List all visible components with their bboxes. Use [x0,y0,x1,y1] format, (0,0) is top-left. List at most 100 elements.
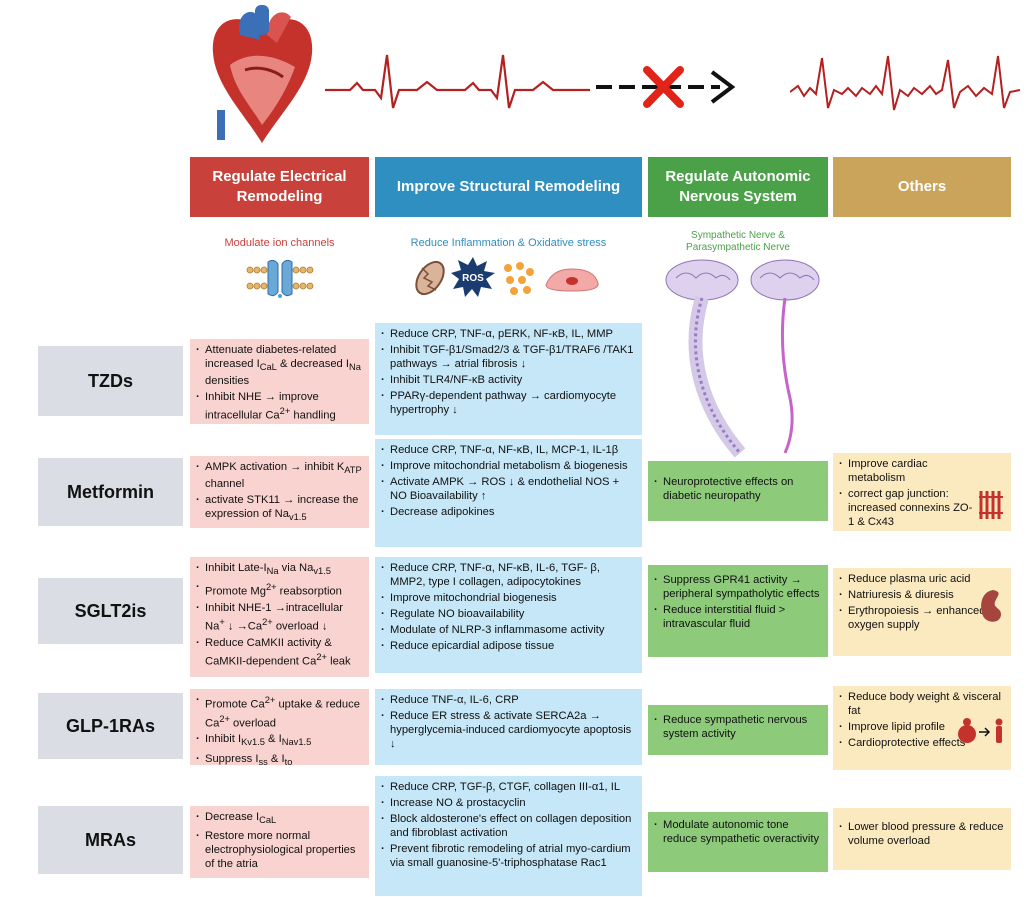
effect-item: Suppress Iss & Ito [196,752,363,769]
effect-item: Improve mitochondrial metabolism & bioge… [381,459,636,473]
cell-tzds-structural: Reduce CRP, TNF-α, pERK, NF-κB, IL, MMP I… [375,323,642,435]
drug-label-metformin: Metformin [38,458,183,526]
effect-item: Erythropoiesis → enhanced oxygen supply [839,604,1005,632]
effect-item: Decrease ICaL [196,810,363,827]
normal-ecg-icon [325,54,590,109]
drug-label-mras: MRAs [38,806,183,874]
effect-list: Modulate autonomic tone reduce sympathet… [654,818,822,846]
drug-label-tzds: TZDs [38,346,183,416]
effect-item: Increase NO & prostacyclin [381,796,636,810]
effect-list: Reduce CRP, TGF-β, CTGF, collagen III-α1… [381,780,636,870]
effect-list: Lower blood pressure & reduce volume ove… [839,820,1005,848]
cell-glp1ras-autonomic: Reduce sympathetic nervous system activi… [648,705,828,755]
effect-item: Reduce body weight & visceral fat [839,690,1005,718]
cell-mras-electrical: Decrease ICaL Restore more normal electro… [190,806,369,878]
effect-list: Reduce CRP, TNF-α, pERK, NF-κB, IL, MMP I… [381,327,636,417]
effect-list: Suppress GPR41 activity → peripheral sym… [654,573,822,631]
effect-item: Promote Ca2+ uptake & reduce Ca2+ overlo… [196,693,363,730]
column-header-autonomic: Regulate Autonomic Nervous System [648,157,828,217]
kidney-icon [981,590,1001,622]
effect-item: Improve lipid profile [839,720,1005,734]
cell-sglt2is-electrical: Inhibit Late-INa via Nav1.5Promote Mg2+ … [190,557,369,677]
effect-item: Inhibit NHE-1 →intracellular Na+ ↓ →Ca2+… [196,601,363,634]
effect-item: Reduce CaMKII activity & CaMKII-dependen… [196,636,363,669]
cell-mras-autonomic: Modulate autonomic tone reduce sympathet… [648,812,828,872]
effect-item: Neuroprotective effects on diabetic neur… [654,475,822,503]
heart-icon [212,5,313,144]
cell-sglt2is-structural: Reduce CRP, TNF-α, NF-κB, IL-6, TGF- β, … [375,557,642,673]
column-header-others: Others [833,157,1011,217]
cell-metformin-autonomic: Neuroprotective effects on diabetic neur… [648,461,828,521]
effect-list: Inhibit Late-INa via Nav1.5Promote Mg2+ … [196,561,363,668]
nervous-system-icon [665,259,820,458]
effect-item: Promote Mg2+ reabsorption [196,580,363,599]
adipocyte-cell-icon [545,268,599,292]
effect-item: Inhibit TLR4/NF-κB activity [381,373,636,387]
effect-list: Reduce TNF-α, IL-6, CRP Reduce ER stress … [381,693,636,751]
effect-item: Modulate autonomic tone reduce sympathet… [654,818,822,846]
effect-item: Natriuresis & diuresis [839,588,1005,602]
effect-item: Reduce CRP, TNF-α, NF-κB, IL-6, TGF- β, … [381,561,636,589]
effect-item: Cardioprotective effects [839,736,1005,750]
irregular-ecg-icon [790,55,1020,111]
effect-item: Inhibit TGF-β1/Smad2/3 & TGF-β1/TRAF6 /T… [381,343,636,371]
mitochondria-icon [415,260,445,296]
cell-mras-others: Lower blood pressure & reduce volume ove… [833,808,1011,870]
effect-item: Reduce epicardial adipose tissue [381,639,636,653]
gap-junction-icon [979,491,1003,519]
effect-item: Improve cardiac metabolism [839,457,977,485]
effect-item: Reduce CRP, TGF-β, CTGF, collagen III-α1… [381,780,636,794]
effect-list: Decrease ICaL Restore more normal electro… [196,810,363,871]
effect-item: Inhibit Late-INa via Nav1.5 [196,561,363,578]
weight-loss-icon [958,718,1003,743]
effect-item: Inhibit NHE → improve intracellular Ca2+… [196,390,363,423]
effect-list: Reduce plasma uric acidNatriuresis & diu… [839,572,1005,632]
column-title: Regulate Electrical Remodeling [212,168,347,205]
subtitle-structural: Reduce Inflammation & Oxidative stress [410,237,607,249]
ion-channel-icon [246,259,314,298]
cell-metformin-structural: Reduce CRP, TNF-α, NF-κB, IL, MCP-1, IL-… [375,439,642,547]
cell-sglt2is-others: Reduce plasma uric acidNatriuresis & diu… [833,568,1011,656]
drug-label-sglt2is: SGLT2is [38,578,183,644]
effect-item: Reduce plasma uric acid [839,572,1005,586]
effect-item: Improve mitochondrial biogenesis [381,591,636,605]
effect-item: correct gap junction: increased connexin… [839,487,977,529]
effect-list: Neuroprotective effects on diabetic neur… [654,475,822,503]
effect-item: activate STK11 → increase the expression… [196,493,363,524]
cell-glp1ras-others: Reduce body weight & visceral fatImprove… [833,686,1011,770]
effect-list: AMPK activation → inhibit KATP channelac… [196,460,363,524]
column-title: Others [897,178,947,195]
effect-list: Reduce CRP, TNF-α, NF-κB, IL, MCP-1, IL-… [381,443,636,519]
column-header-structural: Improve Structural Remodeling [375,157,642,217]
effect-item: Modulate of NLRP-3 inflammasome activity [381,623,636,637]
inflammatory-particles-icon [504,262,534,295]
effect-item: AMPK activation → inhibit KATP channel [196,460,363,491]
cell-metformin-electrical: AMPK activation → inhibit KATP channelac… [190,456,369,528]
effect-list: Promote Ca2+ uptake & reduce Ca2+ overlo… [196,693,363,769]
subtitle-electrical: Modulate ion channels [224,237,335,249]
effect-list: Reduce sympathetic nervous system activi… [654,713,822,741]
effect-item: Reduce CRP, TNF-α, pERK, NF-κB, IL, MMP [381,327,636,341]
column-title: Regulate Autonomic Nervous System [665,168,811,205]
effect-item: Suppress GPR41 activity → peripheral sym… [654,573,822,601]
effect-item: Restore more normal electrophysiological… [196,829,363,871]
subtitle-autonomic: Sympathetic Nerve & Parasympathetic Nerv… [686,230,790,253]
effect-list: Attenuate diabetes-related increased ICa… [196,343,363,423]
cell-tzds-electrical: Attenuate diabetes-related increased ICa… [190,339,369,424]
effect-item: Reduce interstitial fluid > intravascula… [654,603,822,631]
effect-item: Activate AMPK → ROS ↓ & endothelial NOS … [381,475,636,503]
effect-list: Reduce CRP, TNF-α, NF-κB, IL-6, TGF- β, … [381,561,636,653]
effect-item: Prevent fibrotic remodeling of atrial my… [381,842,636,870]
cell-sglt2is-autonomic: Suppress GPR41 activity → peripheral sym… [648,565,828,657]
effect-item: Inhibit IKv1.5 & INav1.5 [196,732,363,749]
ros-label: ROS [462,273,484,284]
effect-list: Improve cardiac metabolismcorrect gap ju… [839,457,977,529]
column-title: Improve Structural Remodeling [396,178,621,195]
effect-item: Reduce TNF-α, IL-6, CRP [381,693,636,707]
effect-item: Reduce ER stress & activate SERCA2a → hy… [381,709,636,751]
blocked-arrow-icon [596,66,736,108]
effect-item: Regulate NO bioavailability [381,607,636,621]
effect-item: Reduce sympathetic nervous system activi… [654,713,822,741]
effect-item: PPARγ-dependent pathway → cardiomyocyte … [381,389,636,417]
cell-mras-structural: Reduce CRP, TGF-β, CTGF, collagen III-α1… [375,776,642,896]
